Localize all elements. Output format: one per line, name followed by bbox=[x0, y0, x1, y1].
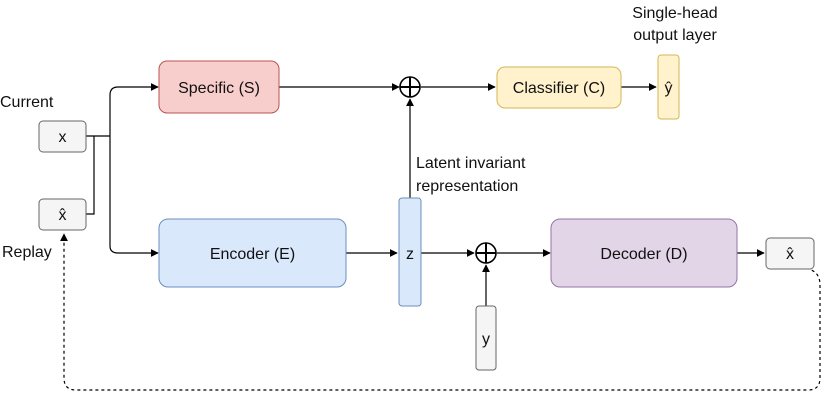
node-classifier-label: Classifier (C) bbox=[513, 80, 605, 97]
label-latent-line2: representation bbox=[416, 178, 518, 195]
edge-split-to-encoder bbox=[109, 136, 159, 257]
node-encoder-label: Encoder (E) bbox=[210, 246, 295, 263]
label-current: Current bbox=[0, 94, 54, 111]
node-classifier: Classifier (C) bbox=[496, 66, 622, 109]
node-decoder-box bbox=[550, 218, 738, 288]
label-latent-line1: Latent invariant bbox=[416, 155, 526, 172]
node-decoder: Decoder (D) bbox=[550, 218, 738, 288]
edge-split-to-specific bbox=[109, 83, 159, 136]
node-yhat: ŷ bbox=[657, 54, 680, 120]
edge-xhat-to-split bbox=[86, 136, 95, 215]
edge-replay-loop bbox=[60, 233, 821, 391]
node-xhat-output-label: x̂ bbox=[786, 246, 794, 263]
node-x-label: x bbox=[59, 129, 67, 146]
node-encoder: Encoder (E) bbox=[158, 218, 347, 288]
node-specific-box bbox=[158, 60, 280, 114]
node-classifier-box bbox=[496, 66, 622, 109]
connectors bbox=[60, 83, 821, 391]
node-yhat-label: ŷ bbox=[665, 80, 673, 97]
node-y: y bbox=[475, 305, 497, 371]
node-z-label: z bbox=[406, 246, 414, 263]
node-y-label: y bbox=[482, 331, 490, 348]
node-specific-label: Specific (S) bbox=[178, 80, 260, 97]
node-xhat-input-box bbox=[38, 198, 87, 231]
label-replay: Replay bbox=[2, 244, 52, 261]
node-yhat-box bbox=[657, 54, 680, 120]
node-z: z bbox=[398, 197, 422, 307]
node-xhat-input-label: x̂ bbox=[59, 207, 67, 224]
node-xhat-output: x̂ bbox=[765, 237, 815, 270]
node-x: x bbox=[38, 120, 87, 153]
node-z-box bbox=[398, 197, 422, 307]
node-specific: Specific (S) bbox=[158, 60, 280, 114]
label-single-head-line1: Single-head bbox=[632, 5, 717, 22]
node-decoder-label: Decoder (D) bbox=[600, 246, 687, 263]
node-y-box bbox=[475, 305, 497, 371]
node-xhat-input: x̂ bbox=[38, 198, 87, 231]
node-encoder-box bbox=[158, 218, 347, 288]
label-single-head-line2: output layer bbox=[633, 27, 717, 44]
node-x-box bbox=[38, 120, 87, 153]
plus-operator-bottom bbox=[475, 242, 497, 264]
plus-operator-top bbox=[399, 76, 421, 98]
node-xhat-output-box bbox=[765, 237, 815, 270]
